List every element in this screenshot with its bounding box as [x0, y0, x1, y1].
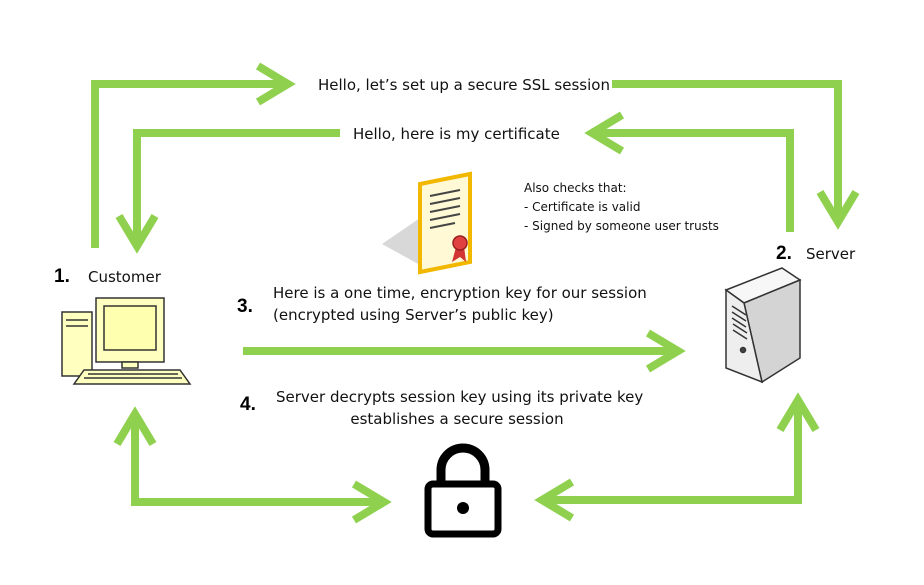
arrow-hello-server: [115, 111, 794, 254]
customer-label: Customer: [88, 268, 161, 286]
step-3-line-1: Here is a one time, encryption key for o…: [273, 284, 647, 302]
check-item-signed: - Signed by someone user trusts: [524, 219, 719, 233]
step-4-number: 4.: [240, 394, 256, 415]
arrow-hello-client: [91, 62, 860, 248]
server-label: Server: [806, 245, 856, 263]
check-item-valid: - Certificate is valid: [524, 200, 641, 214]
padlock-icon: [424, 443, 502, 538]
arrow-lock-server: [534, 392, 820, 522]
step-2-number: 2.: [776, 243, 792, 264]
certificate-icon: [382, 171, 472, 275]
checks-title: Also checks that:: [524, 181, 627, 195]
hello-server-message: Hello, here is my certificate: [353, 125, 560, 143]
hello-client-message: Hello, let’s set up a secure SSL session: [318, 76, 610, 94]
arrow-customer-lock: [113, 406, 392, 524]
computer-icon: [61, 297, 192, 385]
step-3-line-2: (encrypted using Server’s public key): [273, 306, 554, 324]
server-icon: [724, 267, 802, 384]
step-4-line-1: Server decrypts session key using its pr…: [276, 388, 644, 406]
arrow-session-key: [243, 329, 686, 373]
step-3-number: 3.: [237, 296, 253, 317]
step-1-number: 1.: [54, 266, 70, 287]
step-4-line-2: establishes a secure session: [350, 410, 564, 428]
